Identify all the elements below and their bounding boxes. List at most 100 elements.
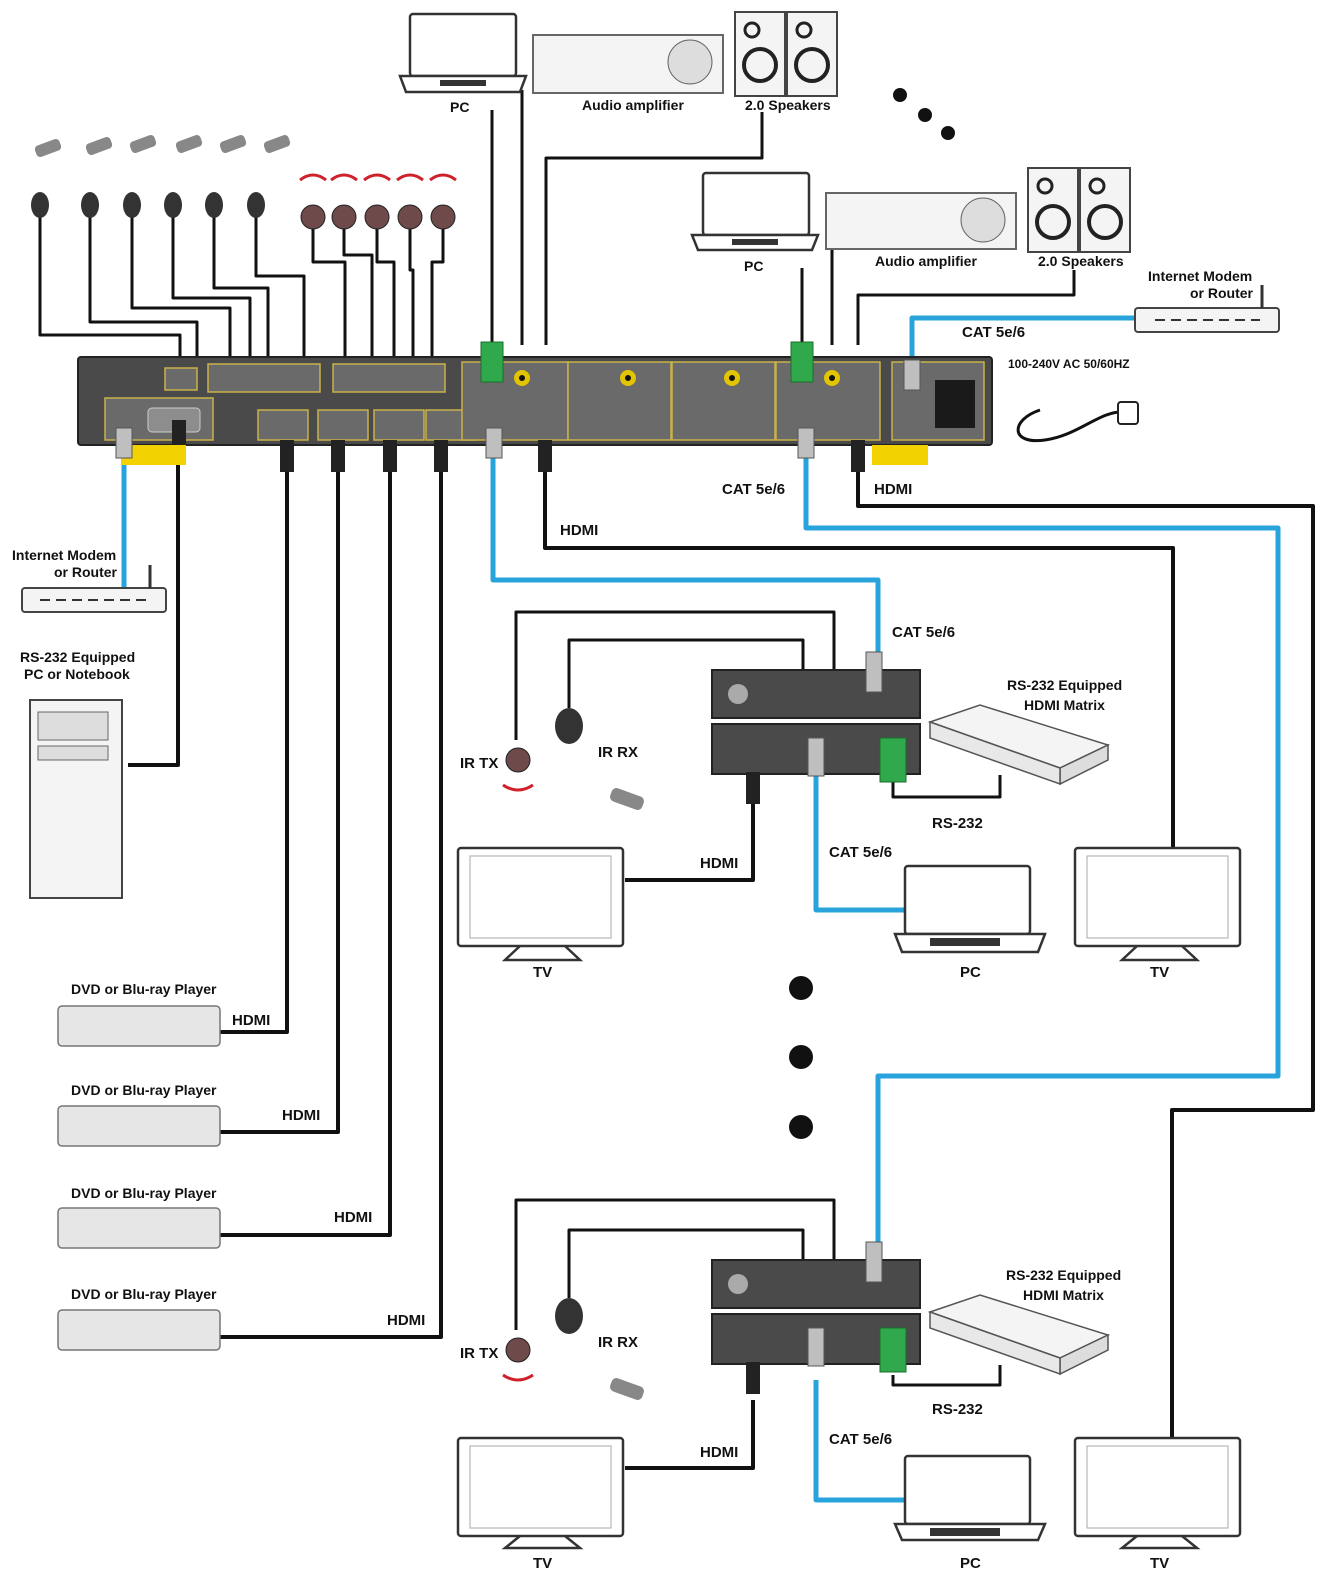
audio-amplifier-label: Audio amplifier: [582, 97, 684, 113]
hdmi-label: HDMI: [874, 481, 912, 498]
hdmi-label: HDMI: [282, 1107, 320, 1124]
hdmi-label: HDMI: [700, 1444, 738, 1461]
remote-icon: [175, 135, 203, 153]
dvd-player-icon: [57, 1005, 221, 1047]
pc-label: PC: [960, 964, 981, 981]
rs232-cable-matrix-1: [891, 775, 1002, 799]
ir-tx-cable-1: [514, 610, 836, 740]
ir-tx-cable-top-5: [430, 228, 445, 370]
ir-rx-cable-top-5: [212, 210, 270, 370]
internet-modem-label: Internet Modem: [1148, 268, 1252, 284]
remote-icon: [263, 135, 291, 153]
ir-receiver-icon: [31, 192, 49, 218]
or-router-label: or Router: [54, 564, 118, 580]
pc-label: PC: [960, 1555, 981, 1572]
hdmi-cable-dvd-4: [220, 470, 443, 1339]
ir-tx-cable-top-4: [408, 228, 415, 370]
dvd-player-icon: [57, 1309, 221, 1351]
rs232-cable-matrix-2: [891, 1365, 1002, 1387]
ir-receiver-icon: [205, 192, 223, 218]
hdmi-cable-dvd-3: [220, 470, 392, 1237]
ir-tx-label: IR TX: [460, 755, 498, 772]
ir-tx-cable-top-1: [311, 228, 347, 370]
tv-icon: [1073, 1436, 1242, 1550]
cat-cable-pc-2: [813, 1380, 905, 1503]
dvd-player-icon: [57, 1105, 221, 1147]
ir-rx-cable-top-1: [38, 210, 182, 370]
ir-receiver-icon: [555, 708, 583, 744]
ir-receiver-icon: [81, 192, 99, 218]
tv-label: TV: [533, 964, 552, 981]
remote-icon: [219, 135, 247, 153]
ir-receiver-icon: [123, 192, 141, 218]
router-icon: [1134, 285, 1280, 333]
cat-label: CAT 5e/6: [962, 324, 1025, 341]
hdmi-cable-output-d: [856, 460, 1315, 1440]
pc-label: PC: [450, 99, 469, 115]
tv-icon: [1073, 846, 1242, 962]
rs232-matrix-label-line2: HDMI Matrix: [1024, 697, 1105, 713]
tv-icon: [456, 846, 625, 962]
ir-receiver-icon: [247, 192, 265, 218]
laptop-icon: [398, 12, 528, 94]
cat-cable-output-a: [490, 455, 881, 660]
hdmi-label: HDMI: [700, 855, 738, 872]
rs232-matrix-label-line2: HDMI Matrix: [1023, 1287, 1104, 1303]
or-router-label: or Router: [1190, 285, 1254, 301]
hdmi-cable-dvd-1: [220, 470, 289, 1034]
ir-receivers-top: [31, 135, 457, 230]
ir-emitter-icon: [299, 173, 327, 230]
remote-icon: [85, 137, 113, 155]
ir-rx-cable-2: [567, 1228, 805, 1298]
cat-label: CAT 5e/6: [829, 1431, 892, 1448]
spk-cable-top-2: [856, 270, 1076, 345]
speaker-icon: [734, 11, 838, 97]
audio-amplifier-label: Audio amplifier: [875, 253, 977, 269]
power-label: 100-240V AC 50/60HZ: [1008, 357, 1130, 371]
dvd-player-icon: [57, 1207, 221, 1249]
remote-icon: [129, 135, 157, 153]
remote-icon: [610, 1378, 644, 1400]
hdmi-label: HDMI: [387, 1312, 425, 1329]
power-plug: [1117, 401, 1139, 425]
rs232-pc-label-line2: PC or Notebook: [24, 666, 130, 682]
hdmi-cable-tv-1: [625, 800, 755, 882]
ir-emitter-icon: [396, 173, 424, 230]
ir-emitter-icon: [363, 173, 391, 230]
speakers-label: 2.0 Speakers: [1038, 253, 1124, 269]
rs232-label: RS-232: [932, 815, 983, 832]
laptop-icon: [893, 1454, 1047, 1542]
tv-label: TV: [1150, 1555, 1169, 1572]
tv-icon: [456, 1436, 625, 1550]
hdmi-cable-tv-2: [625, 1400, 755, 1470]
laptop-icon: [893, 864, 1047, 954]
dvd-label: DVD or Blu-ray Player: [71, 981, 217, 997]
receiver-unit-2: [711, 1241, 921, 1394]
rs232-cable-pc: [128, 440, 180, 767]
ir-rx-cable-top-3: [130, 210, 232, 370]
hdmi-matrix-icon: [927, 704, 1111, 786]
hdmi-label: HDMI: [232, 1012, 270, 1029]
ir-emitter-icon: [502, 747, 534, 792]
cat-cable-pc-1: [813, 770, 905, 913]
ir-rx-cable-1: [567, 638, 805, 708]
ir-rx-cable-top-4: [171, 210, 252, 370]
remote-icon: [34, 139, 62, 157]
ir-rx-label: IR RX: [598, 1334, 638, 1351]
hdmi-label: HDMI: [334, 1209, 372, 1226]
ir-rx-cable-top-2: [88, 210, 199, 370]
amplifier-icon: [825, 192, 1017, 250]
ir-tx-cable-top-2: [342, 228, 374, 370]
ir-emitter-icon: [429, 173, 457, 230]
ir-receiver-icon: [555, 1298, 583, 1334]
hdmi-cable-output-a: [543, 460, 1175, 850]
rs232-matrix-label-line1: RS-232 Equipped: [1007, 677, 1122, 693]
ir-rx-cable-top-6: [254, 210, 306, 370]
tv-label: TV: [533, 1555, 552, 1572]
pc-label: PC: [744, 258, 763, 274]
ir-emitter-icon: [502, 1337, 534, 1382]
hdmi-matrix-icon: [927, 1294, 1111, 1376]
hdmi-cable-dvd-2: [220, 470, 340, 1134]
tv-label: TV: [1150, 964, 1169, 981]
ir-receiver-icon: [164, 192, 182, 218]
